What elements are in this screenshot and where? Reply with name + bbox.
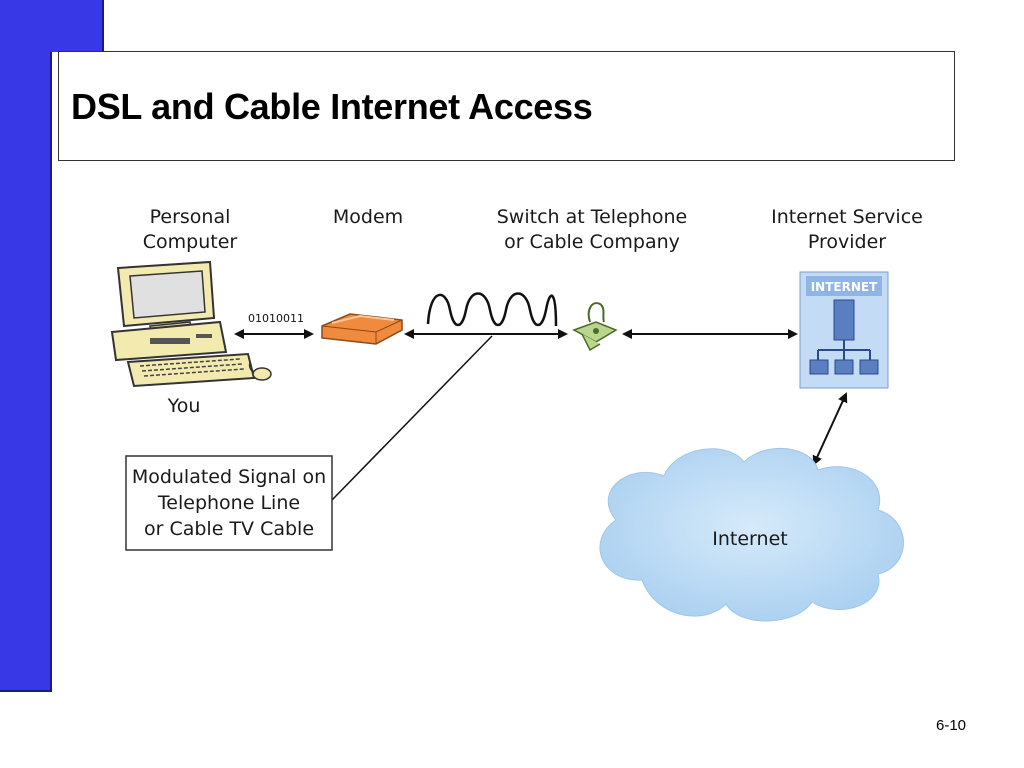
page-number: 6-10	[936, 717, 967, 734]
title-box: DSL and Cable Internet Access	[58, 51, 955, 161]
modem-icon	[321, 313, 403, 345]
modem-label: Modem	[333, 206, 403, 228]
pc-label-line1: Personal	[150, 206, 231, 228]
pc-label-line2: Computer	[143, 231, 238, 253]
isp-internet-link	[812, 392, 848, 466]
switch-icon	[572, 302, 618, 352]
pc-caption: You	[167, 395, 201, 417]
signal-label-line3: or Cable TV Cable	[144, 518, 314, 540]
isp-logo-text: INTERNET	[811, 280, 878, 294]
slide-title: DSL and Cable Internet Access	[71, 86, 593, 127]
isp-label-line1: Internet Service	[771, 206, 923, 228]
callout-leader-line	[331, 335, 493, 501]
signal-label-line2: Telephone Line	[157, 492, 300, 514]
signal-callout-box	[125, 455, 333, 551]
cloud-label: Internet	[712, 528, 787, 550]
computer-icon	[110, 260, 272, 388]
left-accent-bar	[0, 0, 52, 692]
internet-cloud-icon	[599, 447, 904, 622]
isp-server-icon: INTERNET	[799, 271, 889, 389]
switch-label-line2: or Cable Company	[504, 231, 680, 253]
isp-label-line2: Provider	[808, 231, 886, 253]
top-accent-tab	[48, 0, 104, 52]
switch-label-line1: Switch at Telephone	[497, 206, 687, 228]
signal-label-line1: Modulated Signal on	[132, 466, 326, 488]
signal-wave-icon	[426, 292, 558, 327]
binary-data-label: 01010011	[248, 312, 304, 325]
